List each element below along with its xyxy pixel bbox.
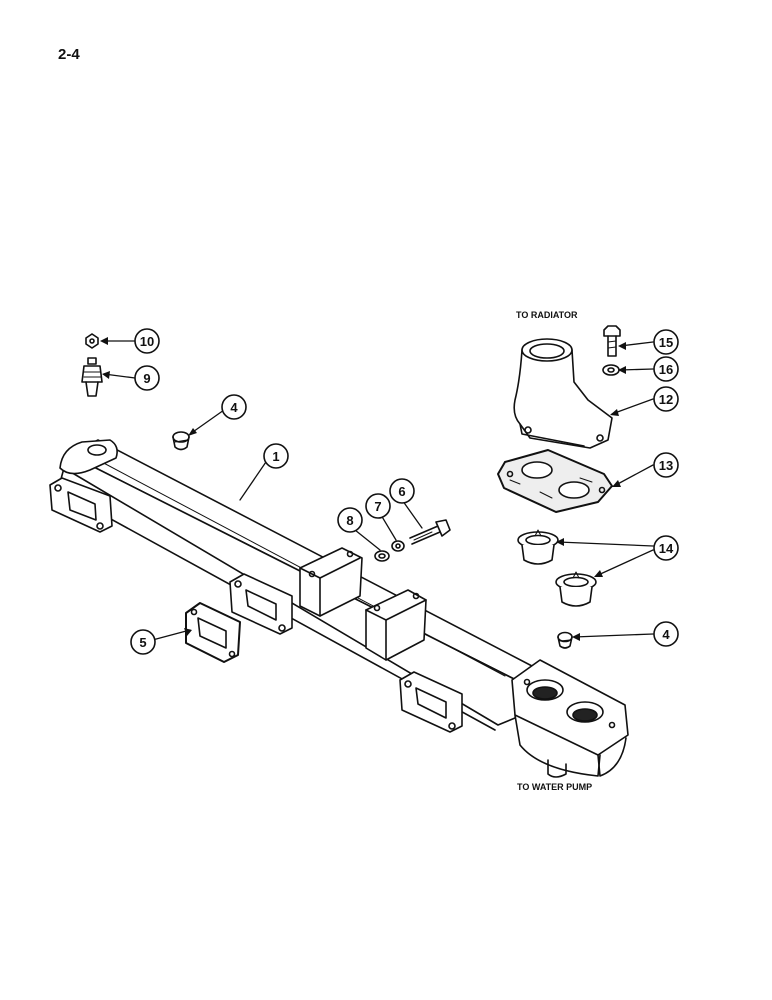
temperature-sender-part-9 [81,357,103,397]
thermostat-housing-part-12 [513,338,613,449]
water-manifold-part [49,439,629,778]
callout-4-lower: 4 [662,627,670,642]
thermostat-upper [517,529,559,565]
washer-part-8 [374,550,390,562]
callout-9: 9 [143,371,150,386]
callout-13: 13 [659,458,673,473]
pipe-plug-upper [172,431,190,451]
manifold-gasket [185,602,241,663]
leader-arrowheads [100,337,626,641]
bolt-part-6 [409,519,451,545]
callout-12: 12 [659,392,673,407]
callout-8: 8 [346,513,353,528]
lock-washer-part-7 [391,540,405,552]
thermostat-lower [555,571,597,607]
callout-14: 14 [659,541,674,556]
callout-1: 1 [272,449,279,464]
washer-part-16 [602,364,620,376]
callout-6: 6 [398,484,405,499]
callout-16: 16 [659,362,673,377]
to-water-pump-label: TO WATER PUMP [517,782,592,792]
bolt-part-15 [603,325,621,357]
pipe-plug-lower [557,631,573,649]
to-radiator-label: TO RADIATOR [516,310,578,320]
callout-numbers: 10 9 4 1 5 6 7 8 15 16 12 13 14 4 [139,334,674,650]
callout-10: 10 [140,334,154,349]
callout-circles [130,328,679,655]
callout-7: 7 [374,499,381,514]
callout-5: 5 [139,635,146,650]
nut-part-10 [85,333,99,349]
page-number: 2-4 [58,46,80,63]
callout-4-upper: 4 [230,400,238,415]
callout-15: 15 [659,335,673,350]
housing-gasket-part-13 [497,449,613,513]
